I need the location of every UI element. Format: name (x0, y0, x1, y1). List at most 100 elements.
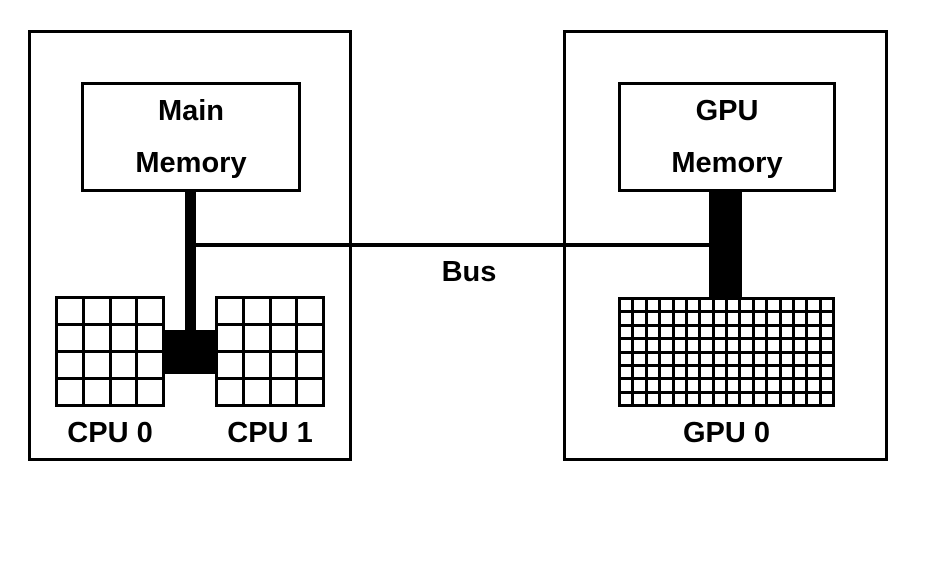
cpu-package-box: Main Memory CPU 0 CPU 1 (28, 30, 352, 461)
core-cell (647, 340, 659, 351)
core-cell (58, 353, 82, 377)
core-cell (111, 299, 136, 323)
core-cell (647, 326, 659, 338)
core-cell (781, 326, 792, 338)
core-cell (298, 326, 322, 350)
core-cell (674, 300, 685, 311)
core-cell (687, 366, 699, 378)
cpu1-label: CPU 1 (227, 417, 313, 449)
core-cell (701, 393, 712, 404)
core-cell (714, 393, 725, 404)
core-cell (84, 326, 109, 350)
core-cell (218, 353, 242, 377)
core-cell (647, 393, 659, 404)
core-cell (728, 340, 739, 351)
core-cell (674, 313, 685, 324)
core-cell (661, 313, 672, 324)
core-cell (647, 366, 659, 378)
core-cell (634, 300, 645, 311)
core-cell (754, 300, 766, 311)
cpu1-core-grid (215, 296, 325, 407)
core-cell (687, 393, 699, 404)
core-cell (808, 393, 819, 404)
core-cell (661, 393, 672, 404)
core-cell (754, 366, 766, 378)
core-cell (768, 393, 779, 404)
core-cell (781, 313, 792, 324)
core-cell (808, 340, 819, 351)
core-cell (728, 300, 739, 311)
core-cell (741, 300, 752, 311)
core-cell (714, 313, 725, 324)
core-cell (138, 299, 162, 323)
core-cell (661, 326, 672, 338)
core-cell (768, 366, 779, 378)
core-cell (754, 393, 766, 404)
core-cell (244, 353, 269, 377)
core-cell (647, 313, 659, 324)
core-cell (84, 380, 109, 404)
core-cell (687, 353, 699, 364)
core-cell (634, 353, 645, 364)
core-cell (58, 326, 82, 350)
main-memory-label-line1: Main (157, 95, 225, 127)
gpu-memory-box: GPU Memory (618, 82, 836, 192)
core-cell (687, 326, 699, 338)
core-cell (754, 353, 766, 364)
core-cell (768, 353, 779, 364)
core-cell (741, 326, 752, 338)
core-cell (808, 313, 819, 324)
core-cell (781, 380, 792, 391)
core-cell (84, 299, 109, 323)
gpu0-label: GPU 0 (682, 417, 771, 449)
core-cell (218, 380, 242, 404)
core-cell (634, 393, 645, 404)
core-cell (621, 366, 632, 378)
core-cell (794, 366, 806, 378)
core-cell (781, 300, 792, 311)
core-cell (674, 366, 685, 378)
core-cell (621, 393, 632, 404)
core-cell (647, 353, 659, 364)
core-cell (138, 326, 162, 350)
core-cell (701, 326, 712, 338)
core-cell (741, 313, 752, 324)
core-cell (821, 326, 832, 338)
core-cell (138, 353, 162, 377)
core-cell (661, 366, 672, 378)
cpu0-core-grid (55, 296, 165, 407)
core-cell (701, 313, 712, 324)
core-cell (701, 300, 712, 311)
core-cell (244, 326, 269, 350)
core-cell (714, 300, 725, 311)
core-cell (674, 393, 685, 404)
core-cell (714, 366, 725, 378)
core-cell (244, 380, 269, 404)
core-cell (687, 380, 699, 391)
core-cell (741, 353, 752, 364)
core-cell (661, 380, 672, 391)
core-cell (808, 366, 819, 378)
core-cell (754, 340, 766, 351)
core-cell (661, 340, 672, 351)
core-cell (714, 353, 725, 364)
core-cell (768, 340, 779, 351)
core-cell (687, 340, 699, 351)
cpu0-label: CPU 0 (67, 417, 153, 449)
core-cell (794, 313, 806, 324)
core-cell (111, 380, 136, 404)
core-cell (271, 353, 296, 377)
core-cell (821, 313, 832, 324)
gpu-memory-label-line1: GPU (695, 95, 759, 127)
core-cell (687, 313, 699, 324)
core-cell (218, 326, 242, 350)
core-cell (728, 393, 739, 404)
core-cell (271, 299, 296, 323)
core-cell (634, 366, 645, 378)
core-cell (728, 326, 739, 338)
gpu-memory-connector (709, 192, 742, 298)
core-cell (634, 313, 645, 324)
core-cell (271, 380, 296, 404)
core-cell (808, 300, 819, 311)
